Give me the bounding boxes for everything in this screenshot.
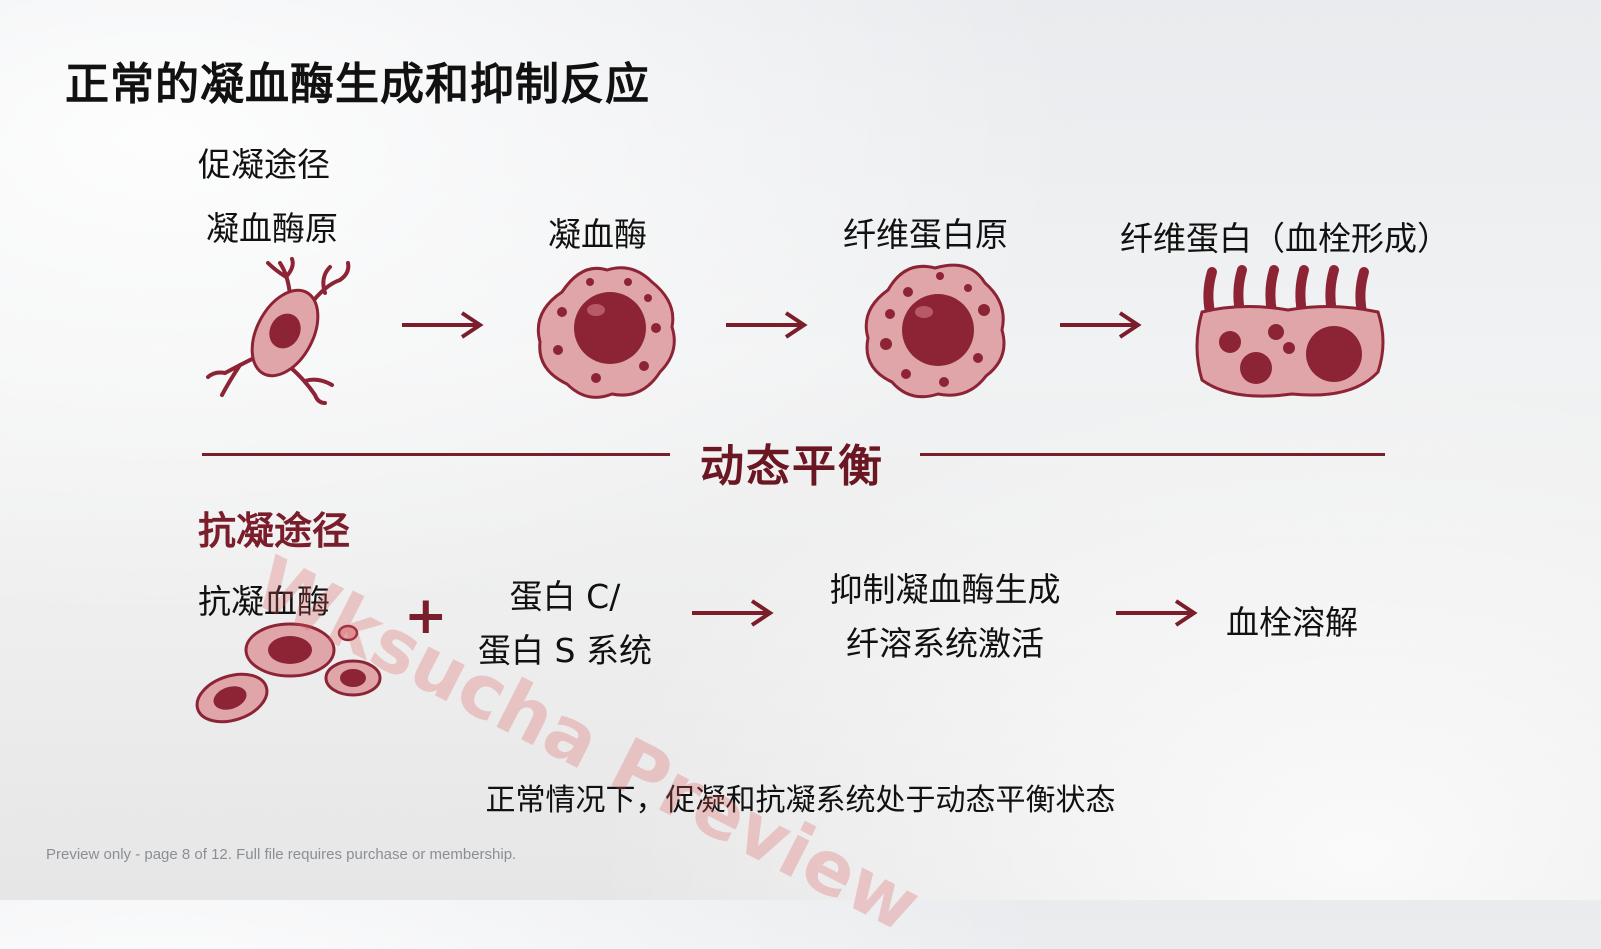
protein-s-label: 蛋白 S 系统 xyxy=(478,631,652,670)
divider-right xyxy=(920,453,1385,456)
fibrinogen-cell-icon xyxy=(864,263,1006,399)
step-label-fibrinogen: 纤维蛋白原 xyxy=(843,215,1008,254)
antithrombin-label: 抗凝血酶 xyxy=(198,582,330,621)
fibrin-clot-icon xyxy=(1195,265,1385,398)
inhibit-thrombin-label: 抑制凝血酶生成 xyxy=(829,570,1061,609)
page-title: 正常的凝血酶生成和抑制反应 xyxy=(65,59,650,110)
plus-sign: + xyxy=(404,586,448,646)
arrow-right-icon xyxy=(692,599,774,627)
balance-label: 动态平衡 xyxy=(700,441,884,492)
summary-note: 正常情况下，促凝和抗凝系统处于动态平衡状态 xyxy=(485,783,1116,818)
thrombin-cell-icon xyxy=(536,266,676,399)
step-label-thrombin: 凝血酶 xyxy=(548,215,647,254)
step-label-fibrin: 纤维蛋白（血栓形成） xyxy=(1120,219,1450,258)
preview-footer: Preview only - page 8 of 12. Full file r… xyxy=(46,846,517,863)
thrombolysis-label: 血栓溶解 xyxy=(1226,603,1358,642)
arrow-right-icon xyxy=(1116,599,1198,627)
divider-left xyxy=(202,453,670,456)
protein-c-label: 蛋白 C/ xyxy=(509,577,621,616)
anticoag-heading: 抗凝途径 xyxy=(198,509,351,553)
arrow-right-icon xyxy=(1060,311,1142,339)
procoag-heading: 促凝途径 xyxy=(198,145,330,184)
blood-cells-icon xyxy=(195,622,382,724)
arrow-right-icon xyxy=(726,311,808,339)
fibrinolysis-label: 纤溶系统激活 xyxy=(846,624,1044,663)
step-label-prothrombin: 凝血酶原 xyxy=(206,209,338,248)
arrow-right-icon xyxy=(402,311,484,339)
prothrombin-cell-icon xyxy=(206,257,351,405)
